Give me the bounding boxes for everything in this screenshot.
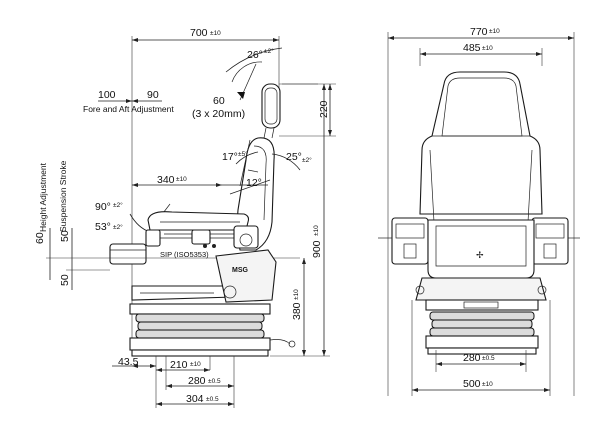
headrest-steps: (3 x 20mm) bbox=[192, 108, 245, 120]
sip-distance: 340 bbox=[157, 174, 175, 186]
mount-width-2-tol: ±0.5 bbox=[208, 378, 221, 385]
front-seat-cushion bbox=[427, 219, 535, 279]
headrest bbox=[261, 83, 281, 129]
overall-depth-label: 700 bbox=[190, 27, 208, 39]
total-height: 900 bbox=[311, 240, 323, 258]
height-adjustment-value: 60 bbox=[34, 232, 46, 244]
front-overall-width-tol: ±10 bbox=[489, 28, 500, 35]
mount-width-1: 210 bbox=[170, 359, 188, 371]
fore-aft-front: 90 bbox=[147, 89, 159, 101]
suspension-stroke-label: Suspension Stroke bbox=[58, 160, 68, 232]
front-armrest-right bbox=[531, 217, 569, 265]
suspension-stroke-value: 50 bbox=[59, 230, 71, 242]
mount-width-3: 304 bbox=[186, 393, 204, 405]
front-backrest bbox=[419, 71, 543, 215]
armrest-pad bbox=[109, 243, 147, 265]
svg-text:✢: ✢ bbox=[476, 250, 484, 260]
fore-aft-rear: 100 bbox=[98, 89, 116, 101]
front-base-width-tol: ±10 bbox=[482, 381, 493, 388]
overall-depth-tol: ±10 bbox=[210, 30, 221, 37]
armrest-angle-tilt-tol: ±2° bbox=[113, 223, 123, 231]
front-mount-width: 280 bbox=[463, 352, 481, 364]
side-view: 700 ±10 26° ±2° 100 90 Fore and Aft Adju… bbox=[34, 27, 336, 408]
front-armrest-left bbox=[391, 217, 429, 265]
armrest-angle-up: 90° bbox=[95, 201, 111, 213]
recline-angle-tol: ±2° bbox=[302, 156, 312, 164]
mount-width-1-tol: ±10 bbox=[190, 361, 201, 368]
height-adjustment-label: Height Adjustment bbox=[38, 162, 48, 232]
lumbar-angle: 17° bbox=[222, 151, 238, 163]
armrest-angle-tilt: 53° bbox=[95, 221, 111, 233]
front-base-width: 500 bbox=[463, 378, 481, 390]
offset-front: 43.5 bbox=[118, 356, 139, 368]
backrest-tilt-tol: ±2° bbox=[264, 47, 274, 55]
seat-angle: 12° bbox=[246, 177, 262, 189]
total-height-tol: ±10 bbox=[313, 225, 320, 236]
front-mount-width-tol: ±0.5 bbox=[482, 355, 495, 362]
front-view: 770 ±10 485 ±10 ✢ bbox=[378, 26, 580, 396]
sip-distance-tol: ±10 bbox=[176, 176, 187, 183]
seat-cushion bbox=[147, 211, 250, 231]
mount-width-3-tol: ±0.5 bbox=[206, 396, 219, 403]
recline-angle: 25° bbox=[286, 151, 302, 163]
armrest-angle-up-tol: ±2° bbox=[113, 201, 123, 209]
headrest-travel: 60 bbox=[213, 95, 225, 107]
suspension-stroke-value-lower: 50 bbox=[59, 274, 71, 286]
fore-aft-label: Fore and Aft Adjustment bbox=[83, 104, 174, 114]
mount-width-2: 280 bbox=[188, 375, 206, 387]
sip-label: SIP (ISO5353) bbox=[160, 250, 209, 259]
brand-mark: MSG bbox=[232, 267, 249, 274]
base-height: 380 bbox=[291, 302, 303, 320]
backrest-tilt-label: 26° bbox=[247, 49, 263, 61]
front-overall-width: 770 bbox=[470, 26, 488, 38]
front-backrest-width-tol: ±10 bbox=[482, 45, 493, 52]
front-backrest-width: 485 bbox=[463, 42, 481, 54]
base-height-tol: ±10 bbox=[293, 289, 300, 300]
lumbar-angle-tol: ±5° bbox=[238, 150, 248, 158]
